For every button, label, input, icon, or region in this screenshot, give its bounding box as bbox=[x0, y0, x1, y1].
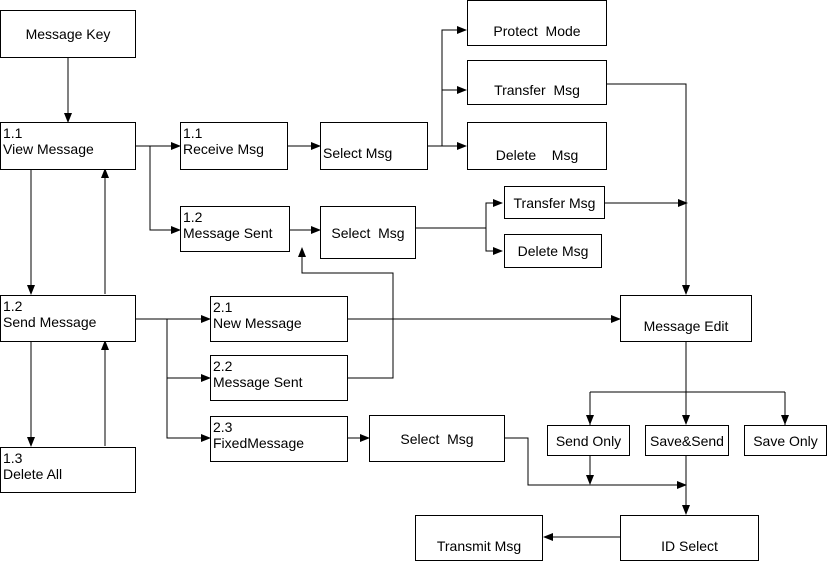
transfer-msg-2-label: Transfer Msg bbox=[513, 194, 596, 211]
transfer-msg-node-2: Transfer Msg bbox=[504, 186, 605, 219]
save-only-label: Save Only bbox=[753, 432, 818, 449]
transfer-msg-1-label: Transfer Msg bbox=[494, 82, 580, 98]
view-message-label: View Message bbox=[3, 141, 94, 157]
view-message-number: 1.1 bbox=[3, 125, 23, 141]
message-sent-2-number: 2.2 bbox=[213, 358, 233, 374]
save-send-node: Save&Send bbox=[645, 425, 729, 456]
id-select-node: ID Select bbox=[620, 515, 759, 561]
delete-all-node: 1.3 Delete All bbox=[0, 447, 136, 493]
protect-mode-label: Protect Mode bbox=[493, 23, 581, 39]
delete-msg-1-label: Delete Msg bbox=[495, 147, 579, 163]
select-msg-node-3: Select Msg bbox=[369, 415, 505, 462]
edge-edit-to-options bbox=[589, 342, 786, 425]
delete-all-label: Delete All bbox=[3, 466, 63, 482]
protect-mode-node: Protect Mode bbox=[467, 0, 607, 46]
edge-send-to-sent2 bbox=[166, 319, 211, 382]
new-message-number: 2.1 bbox=[213, 299, 233, 315]
receive-msg-number: 1.1 bbox=[183, 125, 203, 141]
select-msg-node-2: Select Msg bbox=[320, 206, 416, 259]
send-only-label: Send Only bbox=[555, 432, 622, 449]
select-msg-2-label: Select Msg bbox=[331, 224, 405, 241]
receive-msg-label: Receive Msg bbox=[183, 141, 264, 157]
delete-msg-node-1: Delete Msg bbox=[467, 122, 607, 170]
send-message-label: Send Message bbox=[3, 314, 97, 330]
save-send-label: Save&Send bbox=[650, 432, 724, 449]
select-msg-node-1: Select Msg bbox=[320, 122, 428, 170]
edge-select2-to-delete2 bbox=[485, 228, 503, 255]
id-select-label: ID Select bbox=[661, 538, 718, 554]
send-only-node: Send Only bbox=[547, 425, 630, 456]
edge-send-to-fixed bbox=[166, 378, 211, 442]
fixed-message-number: 2.3 bbox=[213, 419, 233, 435]
message-sent-1-number: 1.2 bbox=[183, 209, 203, 225]
new-message-label: New Message bbox=[213, 315, 302, 331]
transmit-msg-label: Transmit Msg bbox=[436, 538, 522, 554]
edge-transfer-to-edit bbox=[606, 83, 690, 295]
send-message-number: 1.2 bbox=[3, 298, 23, 314]
select-msg-3-label: Select Msg bbox=[400, 430, 474, 447]
delete-msg-node-2: Delete Msg bbox=[504, 234, 602, 268]
view-message-node: 1.1 View Message bbox=[0, 122, 136, 170]
edge-view-to-sent-1 bbox=[149, 146, 181, 234]
message-key-label: Message Key bbox=[25, 26, 111, 42]
send-message-node: 1.2 Send Message bbox=[0, 295, 136, 342]
edge-select2-to-transfer2 bbox=[416, 199, 503, 229]
message-key-node: Message Key bbox=[0, 10, 136, 58]
fixed-message-label: FixedMessage bbox=[213, 435, 305, 451]
transfer-msg-node-1: Transfer Msg bbox=[467, 60, 607, 105]
select-msg-1-label: Select Msg bbox=[323, 145, 393, 161]
message-sent-node-1: 1.2 Message Sent bbox=[180, 206, 290, 252]
save-only-node: Save Only bbox=[744, 425, 827, 456]
new-message-node: 2.1 New Message bbox=[210, 296, 348, 342]
fixed-message-node: 2.3 FixedMessage bbox=[210, 416, 348, 462]
receive-msg-node: 1.1 Receive Msg bbox=[180, 122, 288, 170]
edge-select3-to-idselect bbox=[505, 437, 687, 489]
message-edit-label: Message Edit bbox=[643, 317, 729, 334]
message-sent-node-2: 2.2 Message Sent bbox=[210, 355, 348, 401]
delete-msg-2-label: Delete Msg bbox=[517, 243, 589, 259]
edge-select1-to-protect bbox=[428, 26, 467, 147]
edge-sent2-to-select2 bbox=[298, 247, 394, 379]
message-edit-node: Message Edit bbox=[620, 295, 752, 342]
transmit-msg-node: Transmit Msg bbox=[415, 515, 543, 561]
delete-all-number: 1.3 bbox=[3, 450, 23, 466]
message-sent-1-label: Message Sent bbox=[183, 225, 273, 241]
message-sent-2-label: Message Sent bbox=[213, 374, 303, 390]
